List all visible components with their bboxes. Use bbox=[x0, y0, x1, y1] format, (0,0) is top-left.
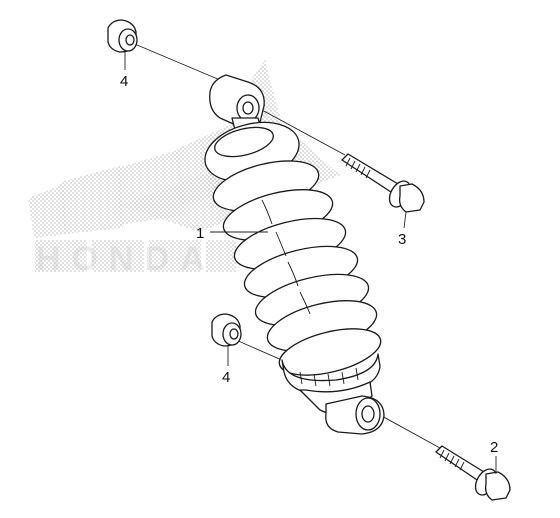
upper-flange-nut bbox=[107, 19, 138, 53]
lower-flange-nut bbox=[211, 313, 242, 347]
shock-absorber bbox=[204, 74, 385, 435]
callout-leaders bbox=[124, 52, 497, 474]
callout-lower-nut: 4 bbox=[222, 369, 230, 386]
callout-upper-nut: 4 bbox=[120, 73, 128, 90]
callout-lower-bolt: 2 bbox=[490, 439, 498, 456]
upper-flange-bolt bbox=[341, 153, 425, 213]
watermark-text: HONDA bbox=[36, 240, 216, 278]
spring-coils bbox=[204, 121, 378, 352]
watermark-letters bbox=[35, 240, 236, 272]
lower-flange-bolt bbox=[435, 445, 511, 501]
callout-shock: 1 bbox=[196, 225, 204, 242]
callout-upper-bolt: 3 bbox=[398, 231, 406, 248]
